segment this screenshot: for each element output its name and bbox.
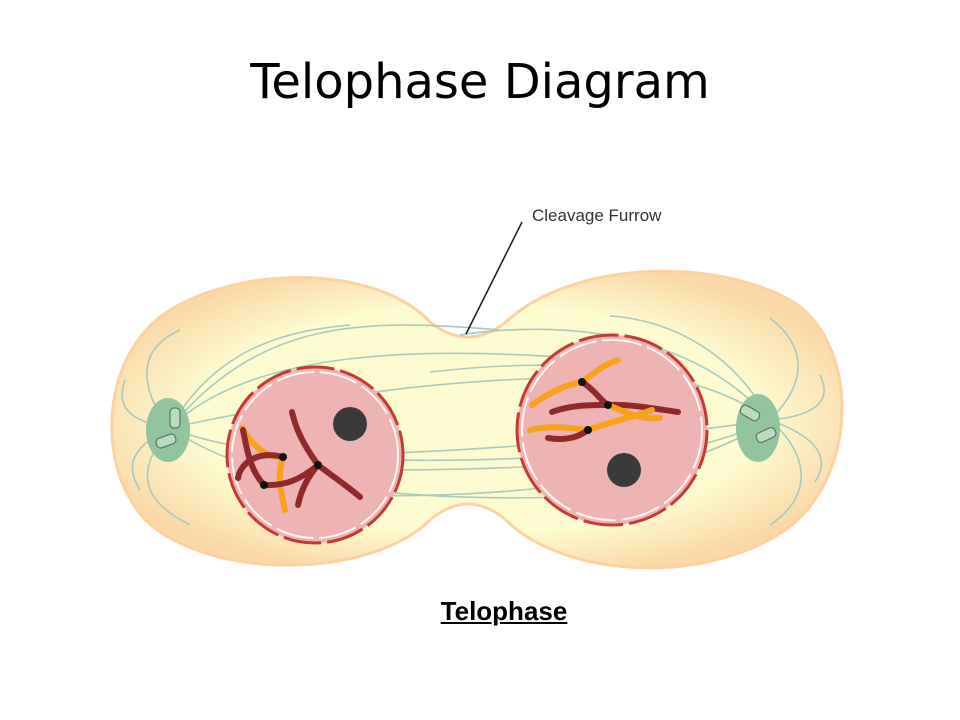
right-centromere	[584, 426, 592, 434]
right-chromosome	[585, 407, 655, 433]
left-nucleus	[225, 365, 405, 545]
right-centromere	[604, 401, 612, 409]
left-centromere	[260, 481, 268, 489]
left-chromosome	[295, 462, 321, 508]
right-centrosome	[736, 394, 780, 462]
cleavage-furrow-leader	[465, 221, 523, 335]
left-centromere	[279, 453, 287, 461]
left-nucleolus	[333, 407, 367, 441]
right-centromere	[578, 378, 586, 386]
cleavage-furrow-label: Cleavage Furrow	[532, 206, 662, 225]
diagram-caption: Telophase	[440, 596, 568, 626]
right-nucleus	[515, 333, 709, 527]
left-centromere	[314, 461, 322, 469]
slide-title: Telophase Diagram	[250, 54, 710, 110]
right-chromosome	[579, 357, 621, 385]
left-centrosome	[146, 398, 190, 462]
right-nucleolus	[607, 453, 641, 487]
right-chromosome	[527, 424, 591, 433]
cell-membrane	[110, 269, 844, 570]
left-chromosome	[240, 427, 267, 488]
left-chromosome	[289, 409, 321, 468]
right-chromosome	[529, 379, 585, 408]
right-chromosome	[549, 402, 611, 415]
left-chromosome	[315, 462, 363, 500]
